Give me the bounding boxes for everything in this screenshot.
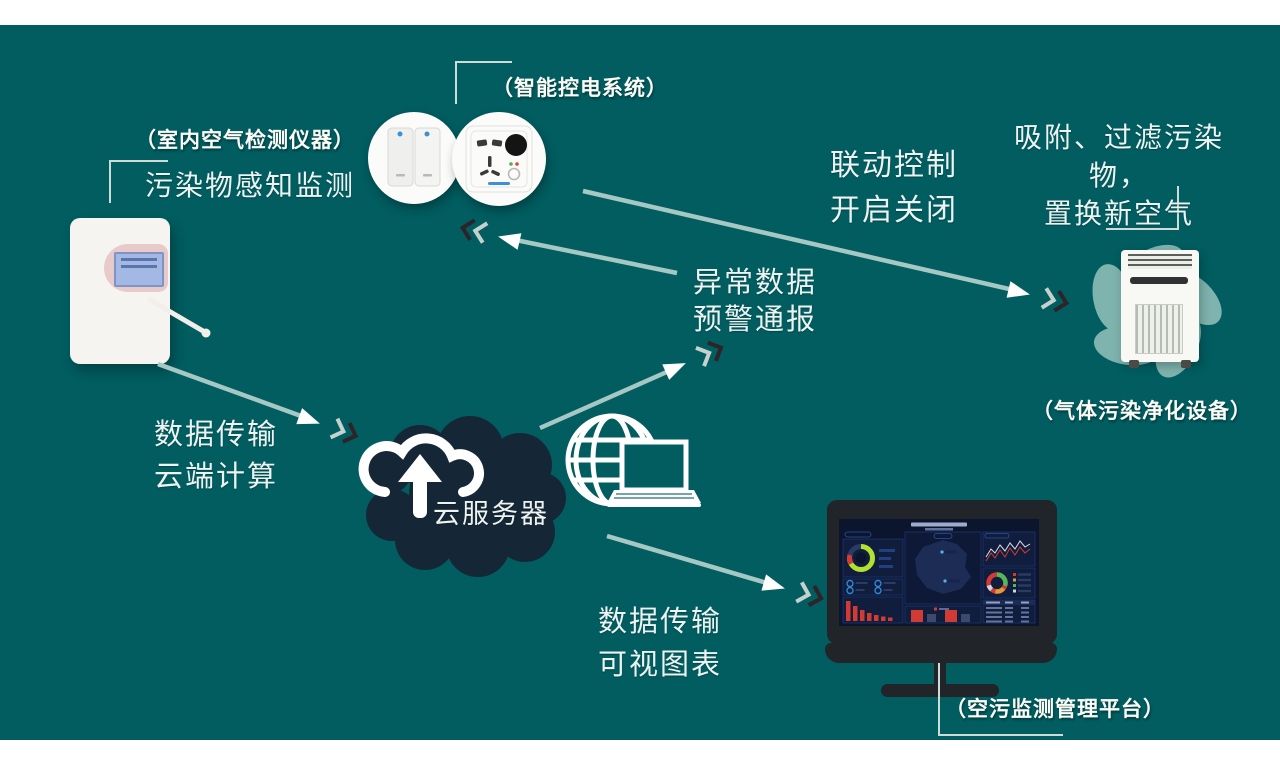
- purifier-note: 吸附、过滤污染物， 置换新空气: [989, 119, 1249, 233]
- purifier-note-line2: 置换新空气: [1043, 197, 1194, 230]
- linkage-line1: 联动控制: [830, 148, 958, 183]
- purifier-caption: （气体污染净化设备）: [1032, 398, 1252, 423]
- power-system-caption: （智能控电系统）: [492, 75, 668, 100]
- stat-icons: [846, 579, 882, 595]
- dashboard-screen: [839, 519, 1039, 626]
- line-chart-red: [985, 546, 1031, 562]
- purifier-device: [1121, 250, 1199, 368]
- monitor-chin: [825, 643, 1057, 663]
- bar-chart-center: [911, 610, 970, 622]
- power-socket-photo: [452, 112, 546, 206]
- detector-caption: （室内空气检测仪器）: [135, 127, 355, 152]
- visual-line2: 可视图表: [598, 647, 723, 681]
- bar-chart-red: [846, 601, 893, 621]
- detector-device: [70, 218, 170, 364]
- linkage-label: 联动控制 开启关闭: [830, 143, 958, 233]
- dashboard-title: [911, 522, 967, 527]
- detector-lcd: [114, 252, 164, 287]
- line-chart-white: [985, 540, 1031, 558]
- alert-line2: 预警通报: [693, 302, 818, 336]
- power-socket-icon: [465, 125, 533, 193]
- purifier-foot: [1181, 360, 1191, 368]
- visual-line1: 数据传输: [598, 604, 723, 638]
- cloud-server-label: 云服务器: [433, 499, 549, 530]
- table-rows: [986, 607, 1029, 623]
- purifier-foot: [1129, 360, 1139, 368]
- detector-note: 污染物感知监测: [144, 169, 355, 202]
- alert-label: 异常数据 预警通报: [693, 264, 817, 338]
- upload-line1: 数据传输: [154, 417, 279, 451]
- wall-switch-photo: [368, 112, 460, 204]
- platform-caption: （空污监测管理平台）: [945, 696, 1165, 721]
- purifier-vent: [1135, 304, 1183, 354]
- upload-line2: 云端计算: [154, 459, 279, 493]
- purifier-top-grille: [1128, 254, 1192, 269]
- linkage-line2: 开启关闭: [830, 193, 958, 228]
- donut-chart: [986, 572, 1008, 594]
- purifier-note-line1: 吸附、过滤污染物，: [1013, 121, 1224, 192]
- visual-label: 数据传输 可视图表: [598, 600, 722, 686]
- purifier-air-slot: [1130, 277, 1188, 284]
- detector-display-housing: [104, 244, 168, 292]
- dashboard-graphics: [839, 519, 1039, 626]
- alert-line1: 异常数据: [693, 265, 818, 299]
- upload-label: 数据传输 云端计算: [154, 413, 278, 497]
- gauge-chart: [847, 544, 895, 572]
- wall-switch-icon: [387, 127, 441, 187]
